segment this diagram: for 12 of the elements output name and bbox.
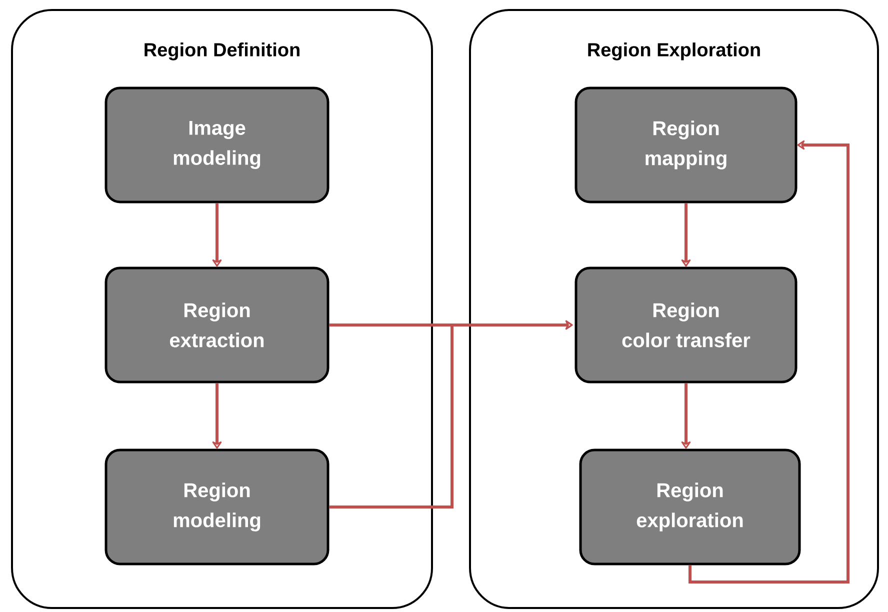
process-box: Region mapping — [574, 86, 798, 204]
process-box: Region color transfer — [574, 266, 798, 384]
process-box: Region exploration — [579, 448, 801, 566]
arrow — [688, 140, 850, 584]
arrow — [212, 383, 222, 449]
process-box: Region extraction — [104, 266, 330, 384]
arrow — [329, 320, 573, 508]
arrow — [212, 203, 222, 267]
arrow — [681, 383, 691, 449]
arrow — [681, 203, 691, 267]
process-box: Image modeling — [104, 86, 330, 204]
process-box: Region modeling — [104, 448, 330, 566]
